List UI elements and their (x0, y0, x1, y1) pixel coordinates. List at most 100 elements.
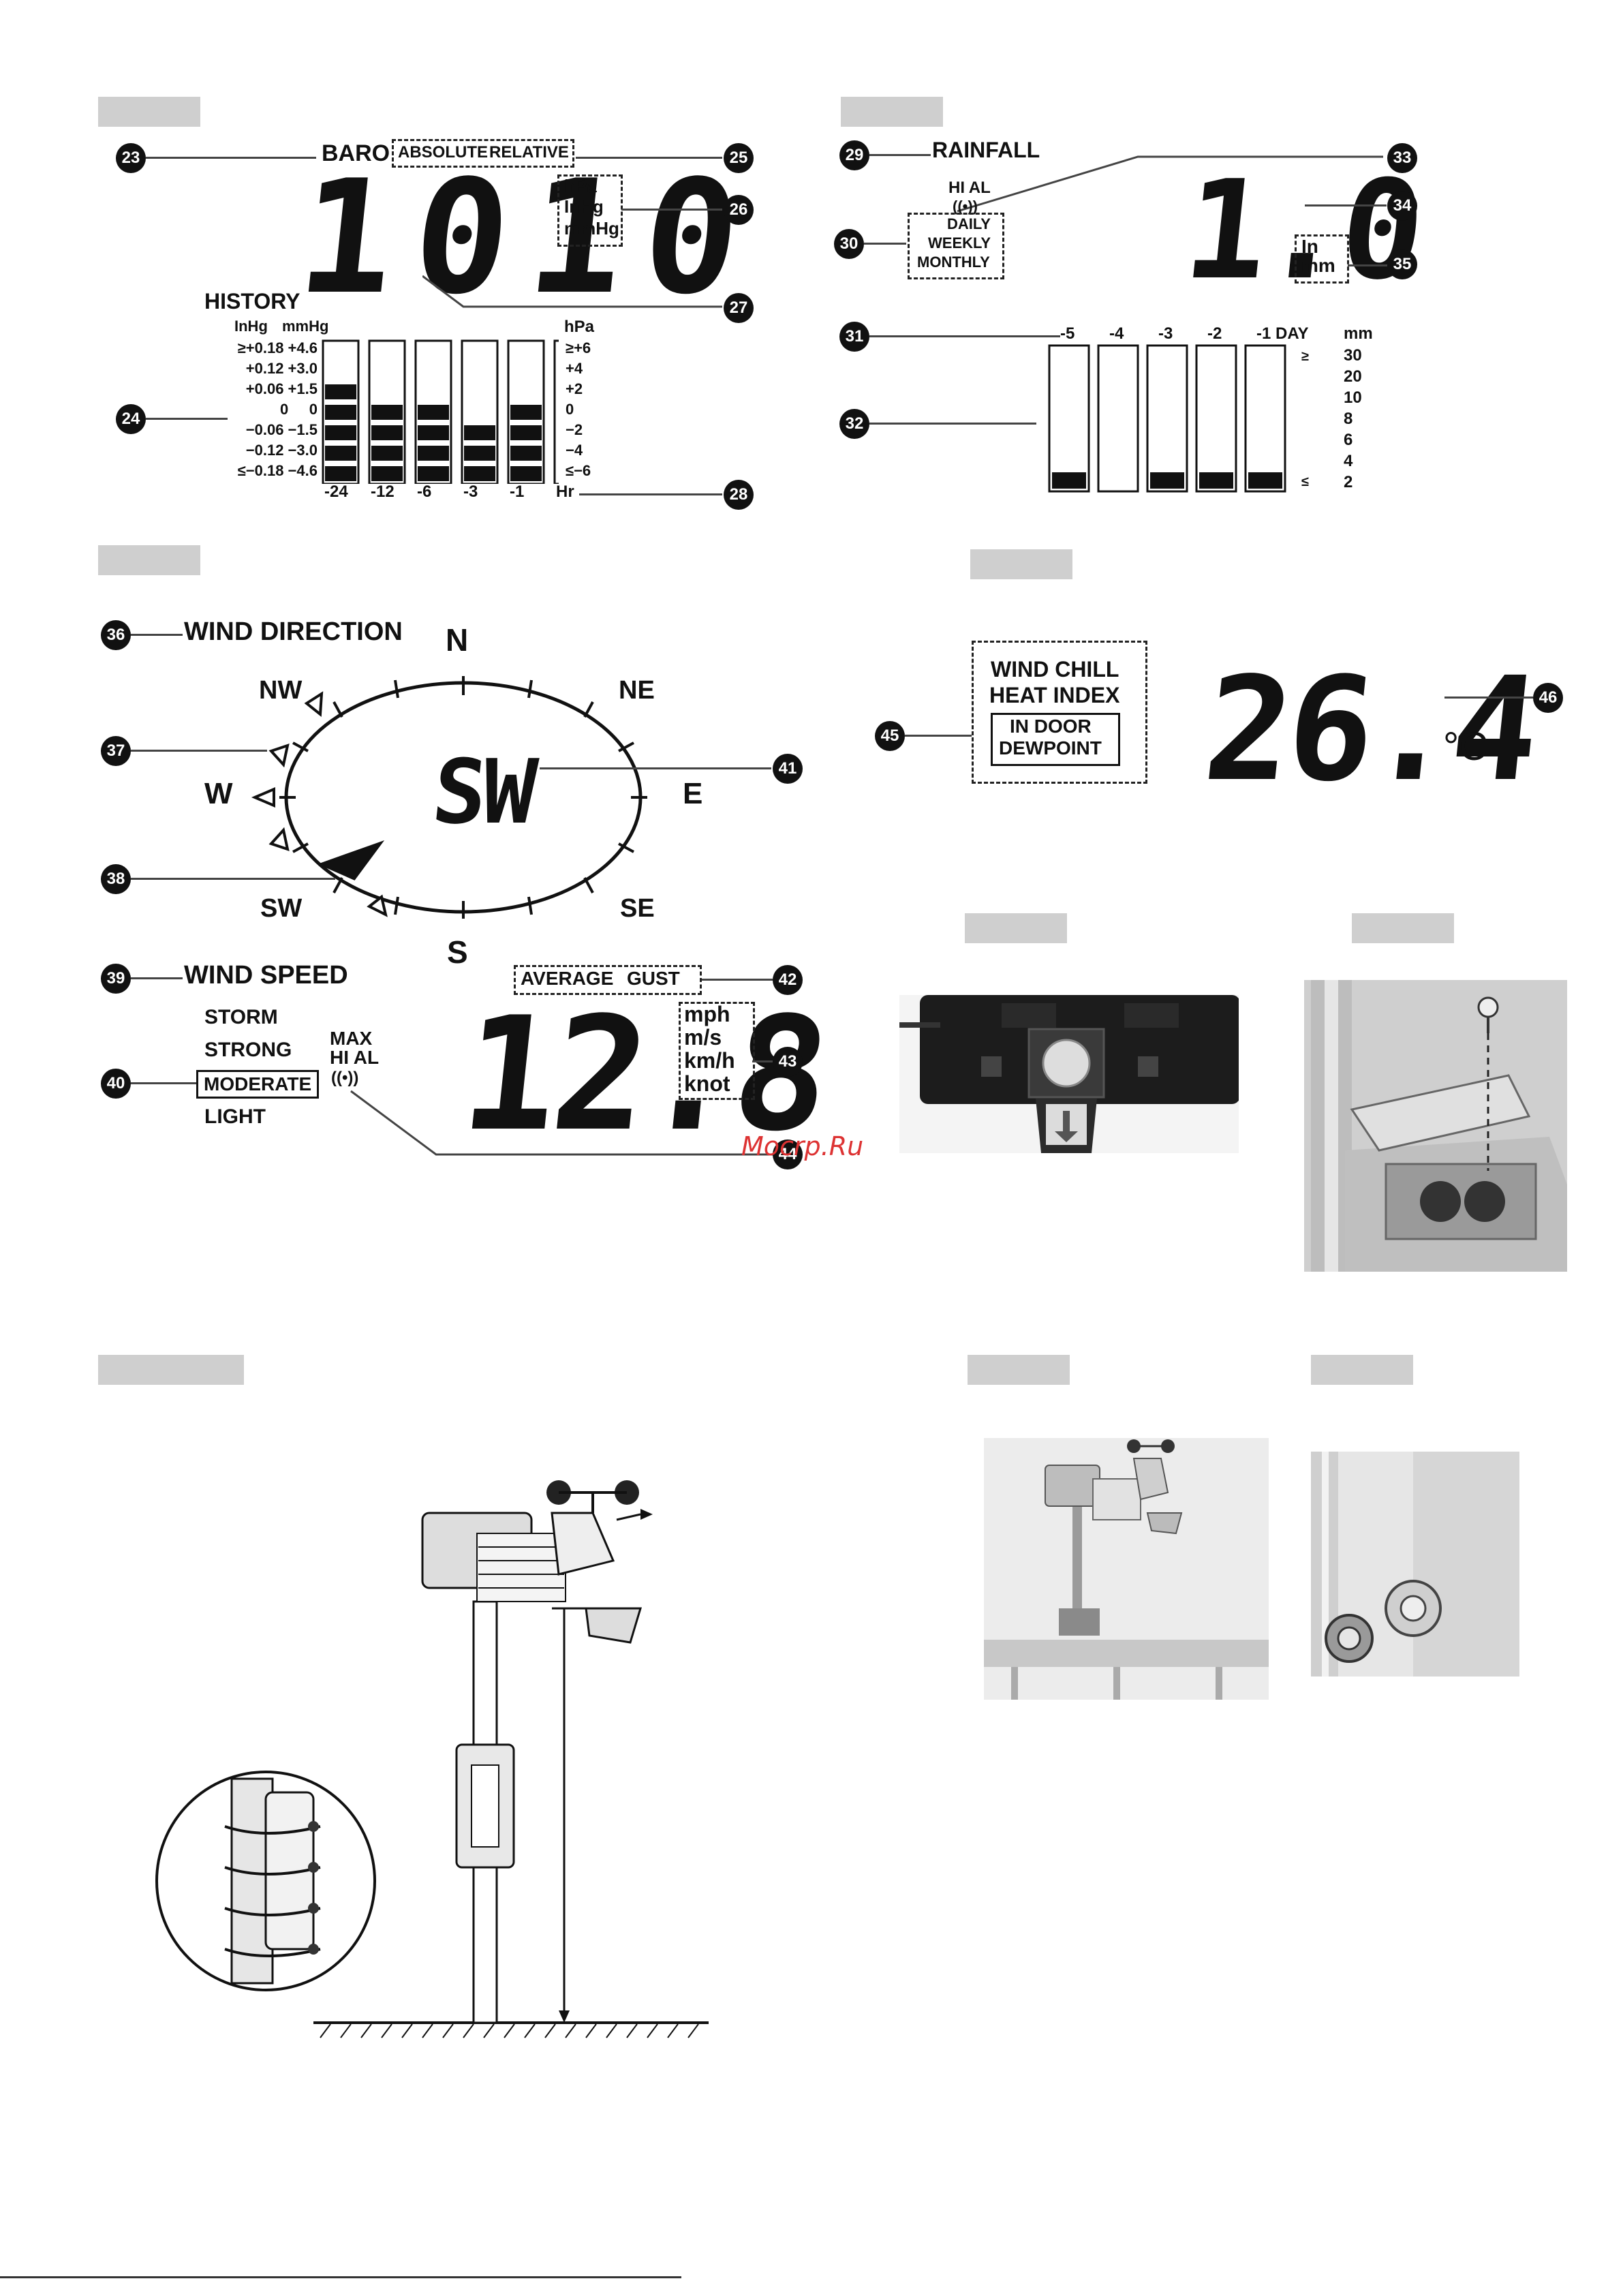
callout-41: 41 (773, 754, 803, 784)
baro-row-right: ≤−6 (566, 462, 591, 479)
rain-weekly: WEEKLY (928, 234, 991, 251)
rain-alarm: ((•)) (953, 198, 978, 215)
rain-unit-in: In (1301, 236, 1318, 257)
beaufort-strong: STRONG (204, 1039, 292, 1061)
rain-bar-frame (1244, 344, 1286, 493)
compass-se: SE (620, 894, 655, 923)
leader-27 (422, 275, 722, 308)
photo-battery-compartment (899, 995, 1239, 1153)
baro-bar-block (371, 425, 403, 440)
baro-unit-mmhg: mmHg (564, 218, 619, 239)
leader-33 (957, 155, 1383, 213)
temp-wind-chill: WIND CHILL (991, 657, 1119, 682)
compass-dial (251, 676, 647, 919)
baro-bar-block (418, 405, 449, 420)
rain-period-box (908, 213, 1004, 279)
section-tab-rain (841, 97, 943, 127)
callout-30: 30 (834, 229, 864, 259)
baro-row-left: 0 0 (279, 401, 318, 418)
leader-line (131, 750, 267, 752)
section-tab-photo2 (1352, 913, 1454, 943)
baro-x-label: Hr (556, 483, 574, 501)
baro-row-right: +4 (566, 360, 583, 377)
section-tab-baro (98, 97, 200, 127)
section-tab-photo1 (965, 913, 1067, 943)
baro-history-chart (322, 339, 559, 484)
callout-36: 36 (101, 620, 131, 650)
baro-row-left: ≤−0.18 −4.6 (237, 462, 318, 479)
gauge-illustration (1311, 1452, 1519, 1677)
baro-bar-block (371, 446, 403, 461)
temp-heat-index: HEAT INDEX (989, 683, 1120, 707)
temp-dewpoint: DEWPOINT (999, 737, 1102, 759)
history-label: HISTORY (204, 289, 300, 313)
baro-x-label: -12 (371, 483, 395, 501)
rain-daily: DAILY (947, 215, 991, 232)
callout-23: 23 (116, 143, 146, 173)
baro-bar-block (325, 466, 356, 481)
wind-mode-box (514, 965, 702, 995)
section-tab-temp (970, 549, 1072, 579)
leader-line (752, 1060, 773, 1062)
temp-in-door: IN DOOR (1010, 716, 1092, 737)
wind-unit-knot: knot (684, 1071, 730, 1096)
leader-line (869, 154, 931, 156)
callout-26: 26 (724, 195, 754, 225)
baro-bar-frame (414, 339, 452, 484)
section-tab-mounting (98, 1355, 244, 1385)
baro-bar-block (510, 446, 542, 461)
wind-unit-ms: m/s (684, 1025, 722, 1050)
section-tab-photo4 (1311, 1355, 1413, 1385)
baro-unit-hpa: hPa (564, 176, 597, 196)
leader-line (576, 157, 722, 159)
compass-sw: SW (260, 894, 303, 923)
leader-line (131, 878, 335, 880)
baro-bar-frame (368, 339, 406, 484)
baro-bar-block (418, 466, 449, 481)
callout-44: 44 (773, 1139, 803, 1169)
leader-line (1348, 264, 1387, 266)
baro-bar-block (510, 425, 542, 440)
callout-39: 39 (101, 964, 131, 994)
rain-x-label: -2 (1207, 324, 1222, 343)
rain-hial: HI AL (948, 179, 991, 197)
rain-unit-mm: mm (1301, 255, 1335, 276)
compass-n: N (446, 622, 469, 658)
sensor-illustration (1304, 980, 1567, 1272)
leader-line (1305, 204, 1387, 206)
beaufort-storm: STORM (204, 1006, 278, 1028)
baro-unit-inhg: InHg (564, 196, 604, 217)
wind-average: AVERAGE (521, 968, 614, 989)
rain-x-label: -3 (1158, 324, 1173, 343)
baro-bar-frame (461, 339, 499, 484)
baro-title: BARO (322, 140, 390, 166)
baro-relative: RELATIVE (489, 143, 569, 162)
photo-rail-mounting (984, 1438, 1269, 1700)
rain-bar-frame (1195, 344, 1237, 493)
baro-bar-block (371, 466, 403, 481)
temp-unit: °C (1443, 724, 1488, 769)
watermark: Moсrp.Ru (741, 1131, 864, 1161)
rain-x-label: -5 (1060, 324, 1075, 343)
baro-bar-block (325, 425, 356, 440)
callout-33: 33 (1387, 143, 1417, 173)
baro-x-label: -3 (463, 483, 478, 501)
baro-bar-frame (553, 339, 559, 484)
rain-y-label: 10 (1344, 388, 1362, 407)
wind-speed-title: WIND SPEED (184, 961, 348, 990)
rain-monthly: MONTHLY (917, 254, 990, 271)
callout-29: 29 (839, 140, 869, 170)
compass-ne: NE (619, 676, 655, 705)
baro-bar-block (464, 425, 495, 440)
leader-line (579, 493, 722, 495)
baro-row-right: 0 (566, 401, 574, 418)
callout-28: 28 (724, 480, 754, 510)
baro-row-left: +0.06 +1.5 (245, 380, 318, 397)
baro-x-label: -24 (324, 483, 348, 501)
leader-line (131, 1082, 196, 1084)
baro-row-left: ≥+0.18 +4.6 (237, 339, 318, 356)
leader-line (146, 418, 228, 420)
callout-45: 45 (875, 721, 905, 751)
compass-s: S (447, 934, 468, 970)
rain-bar-block (1199, 472, 1233, 489)
